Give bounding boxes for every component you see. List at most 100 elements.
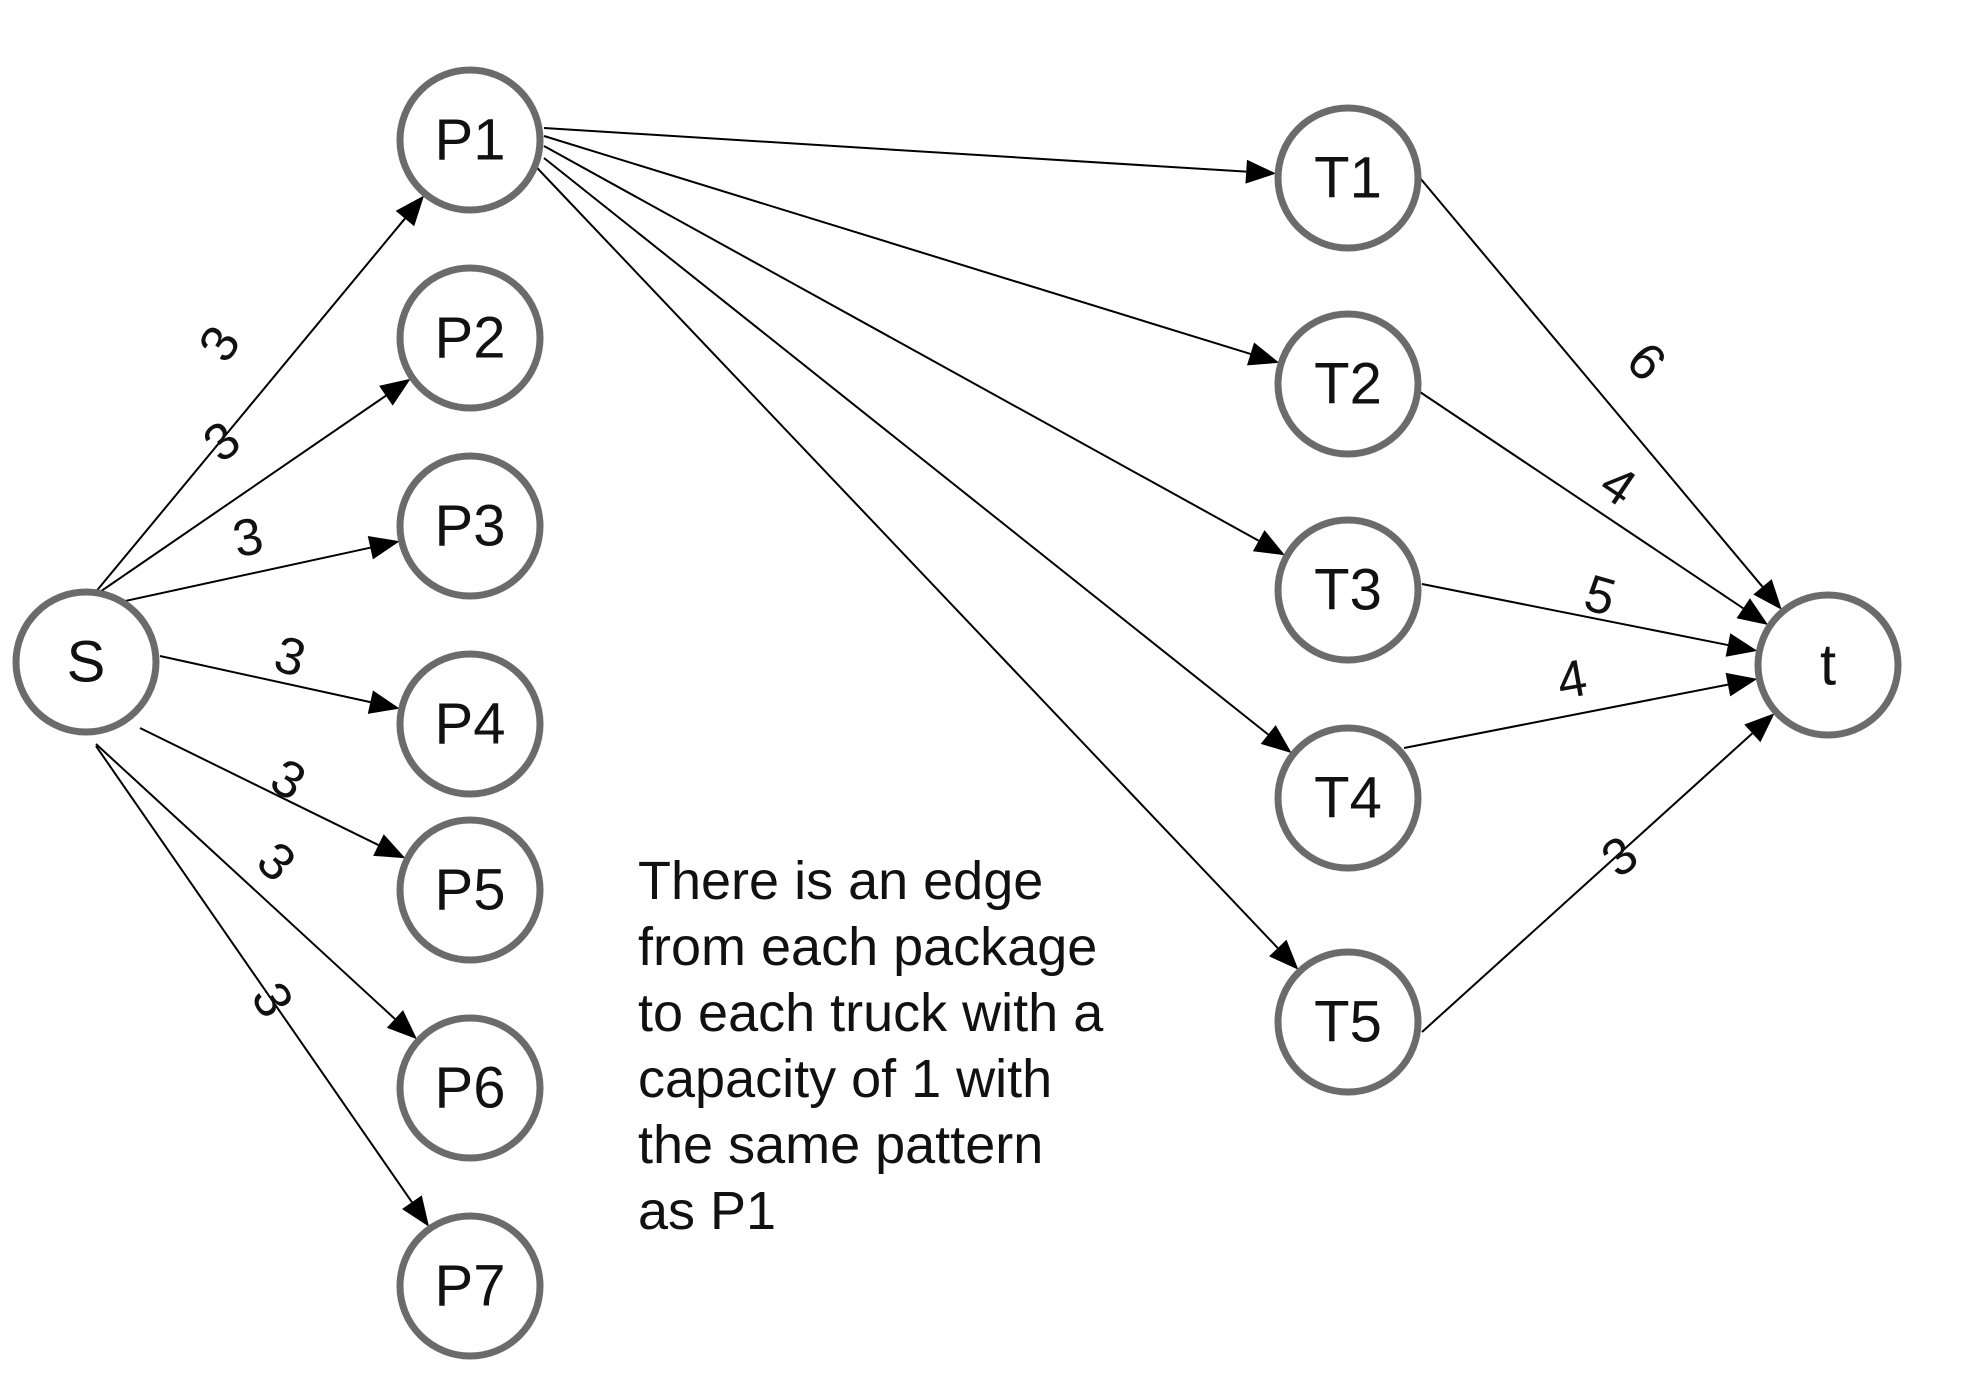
edge-line [93, 217, 406, 595]
edge-capacity-label: 4 [1590, 454, 1646, 518]
node-circle [396, 66, 544, 214]
node-label: T3 [1314, 558, 1382, 623]
node-label: P4 [435, 692, 506, 757]
edge-s-p5: 3 [139, 727, 406, 859]
edge-line [93, 394, 387, 597]
node-circle [396, 816, 544, 964]
edge-p1-t2 [543, 135, 1280, 366]
node-label: P2 [435, 306, 506, 371]
node-circle [396, 650, 544, 798]
node-circle [396, 1212, 544, 1360]
node-circle [1274, 516, 1422, 664]
arrowhead-icon [1246, 342, 1280, 366]
edge-line [543, 145, 1260, 542]
node-p6: P6 [396, 1014, 544, 1162]
node-circle [396, 264, 544, 412]
arrowhead-icon [386, 1010, 418, 1040]
node-circle [1274, 310, 1422, 458]
edge-line [1403, 683, 1729, 749]
node-circle [1754, 591, 1902, 739]
edge-capacity-label: 3 [268, 625, 312, 689]
arrowhead-icon [1245, 159, 1277, 184]
arrowhead-icon [1725, 633, 1758, 657]
node-label: T1 [1314, 146, 1382, 211]
node-circle [396, 452, 544, 600]
node-circle [12, 588, 160, 736]
edge-line [95, 745, 413, 1203]
node-label: P1 [435, 108, 506, 173]
edge-t5-t: 3 [1421, 713, 1775, 1033]
node-label: P6 [435, 1056, 506, 1121]
node-p4: P4 [396, 650, 544, 798]
node-t1: T1 [1274, 104, 1422, 252]
node-label: S [67, 630, 106, 695]
edge-t3-t: 5 [1421, 564, 1758, 657]
node-label: P7 [435, 1254, 506, 1319]
node-s: S [12, 588, 160, 736]
node-circle [1274, 948, 1422, 1096]
node-p2: P2 [396, 264, 544, 412]
edge-capacity-label: 3 [240, 973, 305, 1027]
note-line: the same pattern [638, 1115, 1044, 1175]
edge-p1-t3 [543, 145, 1285, 556]
edge-capacity-label: 4 [1553, 649, 1592, 711]
edge-capacity-label: 3 [246, 831, 307, 893]
node-label: P5 [435, 858, 506, 923]
node-t: t [1754, 591, 1902, 739]
edge-line [543, 157, 1269, 736]
arrowhead-icon [367, 535, 400, 560]
edge-line [95, 743, 396, 1020]
node-label: P3 [435, 494, 506, 559]
node-circle [396, 1014, 544, 1162]
arrowhead-icon [1725, 672, 1758, 697]
arrowhead-icon [367, 690, 400, 714]
node-circle [1274, 724, 1422, 872]
edge-p1-t4 [543, 157, 1292, 754]
node-label: T2 [1314, 352, 1382, 417]
edge-capacity-label: 6 [1615, 331, 1677, 392]
edge-s-p4: 3 [159, 625, 400, 714]
edge-capacity-label: 3 [228, 507, 268, 570]
node-t3: T3 [1274, 516, 1422, 664]
node-p3: P3 [396, 452, 544, 600]
node-p1: P1 [396, 66, 544, 214]
edge-t1-t: 6 [1419, 177, 1782, 610]
node-label: T4 [1314, 766, 1382, 831]
note-line: capacity of 1 with [638, 1049, 1053, 1109]
edge-line [521, 151, 1279, 949]
edge-t4-t: 4 [1403, 649, 1758, 749]
edge-line [543, 135, 1251, 355]
arrowhead-icon [1260, 725, 1292, 754]
node-label: T5 [1314, 990, 1382, 1055]
arrowhead-icon [1252, 530, 1285, 556]
arrowhead-icon [1736, 598, 1769, 625]
node-t4: T4 [1274, 724, 1422, 872]
edge-capacity-label: 3 [188, 316, 252, 372]
edge-s-p7: 3 [95, 745, 430, 1227]
arrowhead-icon [402, 1195, 430, 1227]
note-line: as P1 [638, 1181, 777, 1241]
arrowhead-icon [373, 834, 406, 859]
node-t2: T2 [1274, 310, 1422, 458]
arrowhead-icon [1753, 579, 1782, 610]
edge-line [1419, 391, 1744, 610]
edge-capacity-label: 3 [261, 748, 315, 813]
edge-line [139, 727, 379, 846]
edge-capacity-label: 5 [1578, 564, 1622, 628]
edge-line [159, 655, 371, 704]
edge-line [1421, 732, 1754, 1033]
edge-line [1419, 177, 1764, 588]
edge-line [115, 546, 371, 604]
arrowhead-icon [395, 195, 425, 227]
edge-p1-t1 [543, 127, 1277, 184]
arrowhead-icon [1744, 713, 1775, 743]
node-p7: P7 [396, 1212, 544, 1360]
edge-line [543, 127, 1247, 173]
note-line: There is an edge [638, 851, 1044, 911]
annotation-note: There is an edge from each package to ea… [638, 848, 1198, 1244]
note-line: to each truck with a [638, 983, 1104, 1043]
note-line: from each package [638, 917, 1098, 977]
edge-p1-t5 [521, 151, 1299, 970]
